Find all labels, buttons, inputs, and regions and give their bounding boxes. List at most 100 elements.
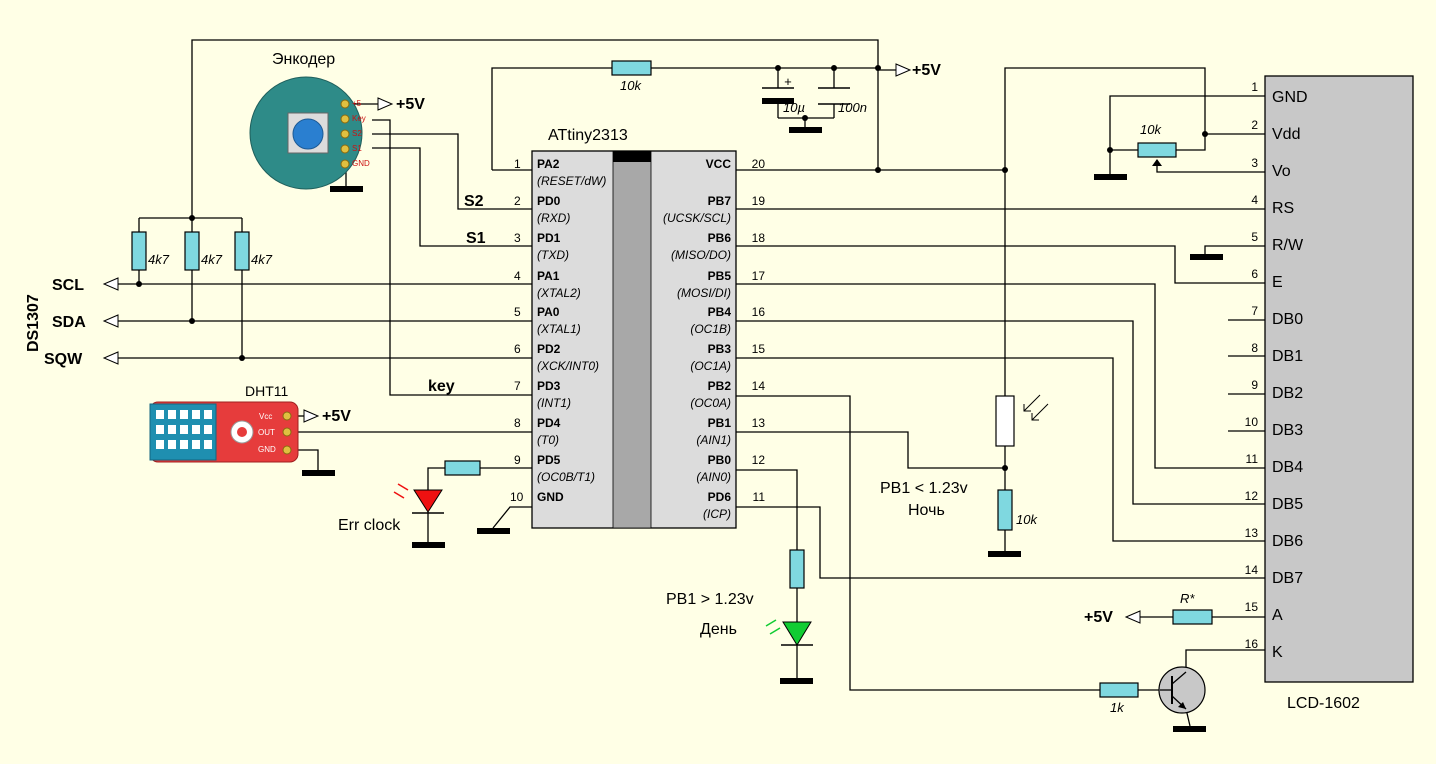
mcu-pin-number: 17 — [752, 269, 766, 283]
value-r-base: 1k — [1110, 700, 1125, 715]
mcu-pin-alt: (UCSK/SCL) — [663, 211, 731, 225]
mcu-pin-number: 7 — [514, 379, 521, 393]
lcd-1602-module — [1264, 75, 1414, 683]
lcd-pin-name: Vdd — [1272, 126, 1300, 143]
lcd-pin-name: DB5 — [1272, 496, 1303, 513]
encoder-pin-label: GND — [352, 159, 370, 168]
value-pullup: 4k7 — [251, 252, 273, 267]
mcu-pin-alt: (RESET/dW) — [537, 174, 606, 188]
lcd-pin-name: K — [1272, 644, 1283, 661]
mcu-title: ATtiny2313 — [548, 127, 628, 144]
value-c-cer: 100n — [838, 100, 867, 115]
net-label-key: key — [428, 378, 455, 395]
mcu-pin-number: 9 — [514, 453, 521, 467]
lcd-pin-number: 2 — [1251, 118, 1258, 132]
dht-pin-labels: Vcc OUT GND — [258, 412, 276, 454]
note-day: День — [700, 621, 737, 638]
resistors — [131, 60, 1213, 698]
mcu-pin-name: PB0 — [708, 453, 732, 467]
mcu-pin-number: 16 — [752, 305, 766, 319]
lcd-pin-number: 14 — [1245, 563, 1259, 577]
lcd-pin-name: DB1 — [1272, 348, 1303, 365]
lcd-pin-name: DB4 — [1272, 459, 1303, 476]
net-label-s2: S2 — [464, 193, 484, 210]
mcu-pin-alt: (MOSI/DI) — [677, 286, 731, 300]
encoder-title: Энкодер — [272, 51, 335, 68]
encoder-pin-label: +5 — [352, 99, 362, 108]
mcu-pin-name: PD5 — [537, 453, 561, 467]
mcu-pin-number: 10 — [510, 490, 524, 504]
ldr-light-arrows — [1023, 394, 1049, 421]
encoder-pin-label: S2 — [352, 129, 362, 138]
resistor-pullup-sqw — [234, 231, 250, 271]
value-r-ldr: 10k — [1016, 512, 1038, 527]
mcu-pin-name: PB4 — [708, 305, 732, 319]
mcu-pin-alt: (XTAL2) — [537, 286, 581, 300]
ground-symbol — [477, 528, 510, 534]
lcd-pin-name: DB2 — [1272, 385, 1303, 402]
lcd-pin-name: DB6 — [1272, 533, 1303, 550]
mcu-pin-number: 15 — [752, 342, 766, 356]
resistor-base — [1099, 682, 1139, 698]
net-arrows — [102, 63, 1141, 624]
mcu-pin-number: 11 — [753, 490, 766, 504]
lcd-pin-number: 13 — [1245, 526, 1259, 540]
mcu-pin-name: VCC — [706, 157, 732, 171]
mcu-pin-number: 18 — [752, 231, 766, 245]
mcu-pin-alt: (INT1) — [537, 396, 571, 410]
mcu-pin-number: 1 — [514, 157, 521, 171]
value-c-plus: + — [784, 74, 792, 89]
mcu-pin-alt: (ICP) — [703, 507, 731, 521]
mcu-left-pins: 1 PA2 (RESET/dW) 2 PD0 (RXD) 3 PD1 (TXD)… — [510, 157, 606, 504]
ground-symbol — [1173, 726, 1206, 732]
dht-pin-label: OUT — [258, 428, 275, 437]
resistor-pullup-sda — [184, 231, 200, 271]
mcu-pin-alt: (OC1A) — [690, 359, 731, 373]
rtc-signal-sqw: SQW — [44, 351, 83, 368]
mcu-pin-name: PA2 — [537, 157, 560, 171]
mcu-pin-name: PA0 — [537, 305, 560, 319]
lcd-pin-number: 7 — [1251, 304, 1258, 318]
mcu-pin-alt: (AIN0) — [696, 470, 731, 484]
mcu-pin-number: 13 — [752, 416, 766, 430]
mcu-pin-alt: (OC0B/T1) — [537, 470, 595, 484]
note-day-condition: PB1 > 1.23v — [666, 591, 754, 608]
rtc-name: DS1307 — [25, 294, 42, 352]
value-pullup: 4k7 — [201, 252, 223, 267]
mcu-pin-alt: (MISO/DO) — [671, 248, 731, 262]
ground-symbols — [302, 127, 1223, 732]
dht11-module — [149, 401, 299, 463]
resistor-pullup-scl — [131, 231, 147, 271]
lcd-pin-number: 8 — [1251, 341, 1258, 355]
lcd-pin-name: GND — [1272, 89, 1308, 106]
mcu-pin-name: PB7 — [708, 194, 732, 208]
mcu-pin-name: PA1 — [537, 269, 560, 283]
note-night-condition: PB1 < 1.23v — [880, 480, 968, 497]
dht-title: DHT11 — [245, 383, 289, 399]
resistor-err-led — [444, 460, 481, 476]
lcd-pins: 1 GND 2 Vdd 3 Vo 4 RS 5 R/W 6 E 7 DB0 8 … — [1245, 80, 1308, 661]
mcu-pin-name: PD3 — [537, 379, 561, 393]
power-label: +5V — [322, 408, 351, 425]
note-night: Ночь — [908, 502, 945, 519]
potentiometer-contrast — [1137, 142, 1177, 158]
mcu-pin-number: 8 — [514, 416, 521, 430]
mcu-pin-number: 5 — [514, 305, 521, 319]
lcd-pin-name: RS — [1272, 200, 1294, 217]
mcu-pin-number: 4 — [514, 269, 521, 283]
mcu-pin-name: PD6 — [708, 490, 732, 504]
value-pullup: 4k7 — [148, 252, 170, 267]
mcu-pin-name: PD0 — [537, 194, 561, 208]
note-err-clock: Err clock — [338, 517, 401, 534]
transistor-npn — [1158, 666, 1206, 714]
mcu-pin-name: GND — [537, 490, 564, 504]
lcd-pin-number: 9 — [1251, 378, 1258, 392]
ground-symbol — [780, 678, 813, 684]
value-r-backlight: R* — [1180, 591, 1195, 606]
ground-symbol — [1094, 174, 1127, 180]
encoder-pin-labels: +5 Key S2 S1 GND — [352, 99, 370, 168]
ground-symbol — [302, 470, 335, 476]
lcd-pin-name: DB0 — [1272, 311, 1303, 328]
power-label: +5V — [912, 62, 941, 79]
lcd-pin-number: 15 — [1245, 600, 1259, 614]
